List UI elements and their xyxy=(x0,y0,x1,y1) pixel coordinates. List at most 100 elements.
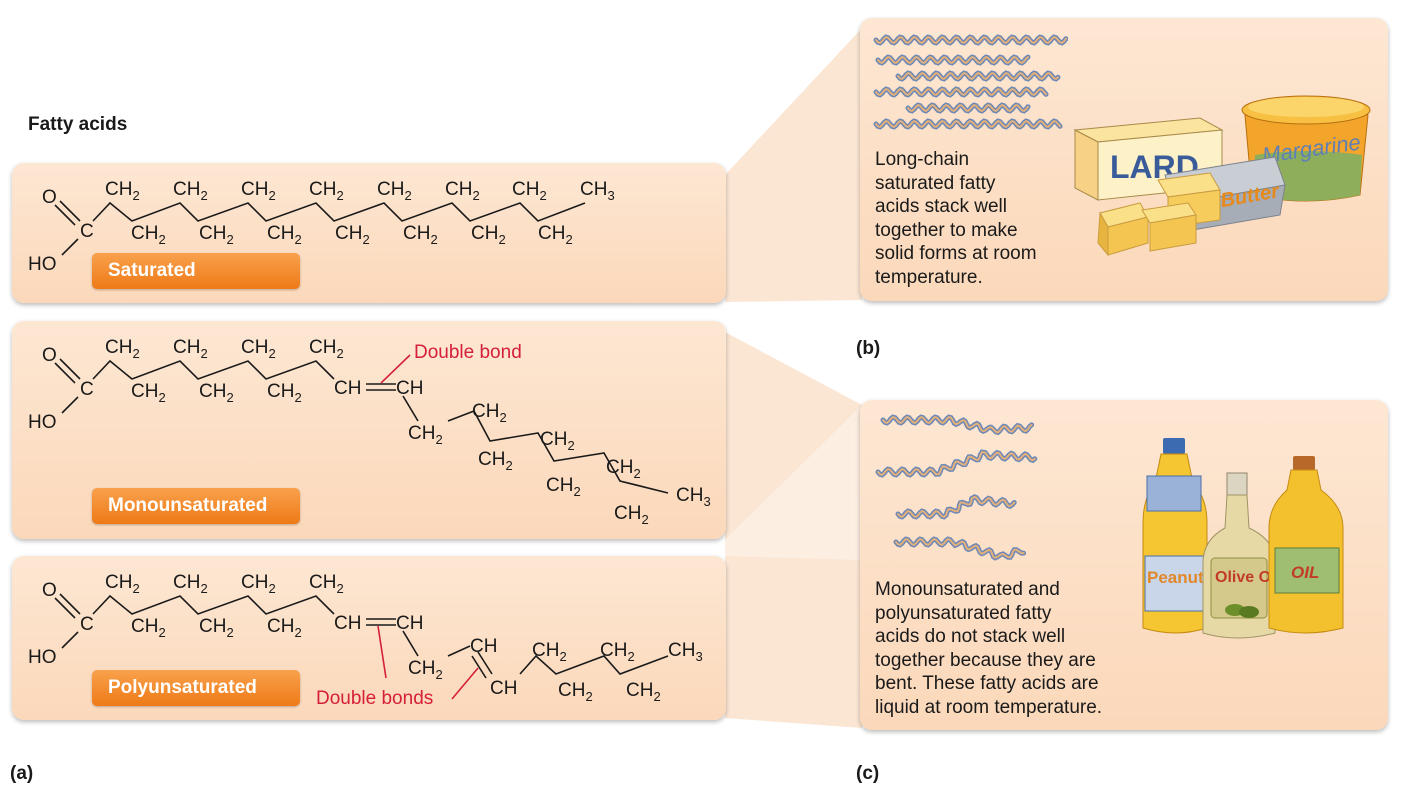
monounsaturated-label: Monounsaturated xyxy=(92,488,300,524)
hydroxyl: HO xyxy=(28,412,57,433)
solid-fats-illustration: Margarine LARD Butter xyxy=(1073,95,1371,257)
chem-group: CH2 xyxy=(199,381,234,405)
chem-group: CH2 xyxy=(173,572,208,596)
chem-group: CH2 xyxy=(173,179,208,203)
chem-group: CH2 xyxy=(105,337,140,361)
chem-group: CH2 xyxy=(614,503,649,527)
saturated-label: Saturated xyxy=(92,253,300,289)
unsaturated-bent-chains xyxy=(875,414,1038,561)
peanut-oil-bottle: Peanut Oil xyxy=(1142,438,1231,634)
chem-group: CH2 xyxy=(309,179,344,203)
chem-group: CH2 xyxy=(105,179,140,203)
chem-group: CH2 xyxy=(199,223,234,247)
saturated-stacked-chains xyxy=(873,34,1068,130)
chem-group: CH2 xyxy=(626,680,661,704)
panel-a-label: (a) xyxy=(10,763,34,784)
alkene-ch-right: CH xyxy=(396,613,423,634)
caption-line: saturated fatty xyxy=(875,172,996,194)
caption-line: acids stack well xyxy=(875,196,1007,217)
fatty-acid-chain xyxy=(895,494,1017,520)
chem-group: CH2 xyxy=(532,640,567,664)
chem-group: CH2 xyxy=(472,401,507,425)
fatty-acid-chain xyxy=(882,415,1033,434)
carbonyl-o: O xyxy=(42,580,57,601)
chem-group: CH xyxy=(490,678,517,699)
chem-group: CH2 xyxy=(131,223,166,247)
carbon-atom: C xyxy=(80,614,94,635)
fatty-acid-chain xyxy=(897,71,1059,81)
olive-oil-label: Olive Oil xyxy=(1215,569,1280,586)
chem-group: CH2 xyxy=(478,449,513,473)
chem-group: CH2 xyxy=(445,179,480,203)
butter-pats xyxy=(1097,202,1197,257)
chem-group: CH2 xyxy=(241,572,276,596)
wedge-gap xyxy=(725,405,862,560)
panel-c-caption: Monounsaturated and polyunsaturated fatt… xyxy=(875,578,1145,719)
chem-group: CH2 xyxy=(267,223,302,247)
fatty-acid-chain xyxy=(877,55,1029,65)
caption-line: together to make xyxy=(875,219,1018,241)
figure-title: Fatty acids xyxy=(28,114,128,135)
oils-illustration: Peanut Oil Olive Oil OIL xyxy=(1142,438,1344,639)
caption-line: bent. These fatty acids are xyxy=(875,673,1099,694)
caption-line: solid forms at room xyxy=(875,243,1037,264)
caption-line: Long-chain xyxy=(875,149,970,170)
fatty-acid-chain xyxy=(875,449,1038,478)
alkene-ch-left: CH xyxy=(334,378,361,399)
chem-group: CH2 xyxy=(606,457,641,481)
chem-group: CH2 xyxy=(105,572,140,596)
chem-group: CH2 xyxy=(538,223,573,247)
fatty-acid-chain xyxy=(897,495,1016,519)
chem-group: CH2 xyxy=(546,475,581,499)
chem-group: CH2 xyxy=(309,572,344,596)
double-bond-annotation: Double bond xyxy=(414,342,522,363)
chem-group: CH2 xyxy=(512,179,547,203)
panel-b-label: (b) xyxy=(856,338,881,359)
chem-group: CH2 xyxy=(267,381,302,405)
caption-line: polyunsaturated fatty xyxy=(875,602,1052,624)
caption-line: acids do not stack well xyxy=(875,626,1066,647)
chem-group: CH2 xyxy=(241,179,276,203)
chem-group: CH2 xyxy=(131,381,166,405)
chem-group: CH2 xyxy=(267,616,302,640)
vegetable-oil-bottle: OIL xyxy=(1268,456,1344,634)
chem-group: CH2 xyxy=(558,680,593,704)
fatty-acid-chain xyxy=(895,537,1025,559)
fatty-acid-chain xyxy=(875,119,1061,129)
carbonyl-o: O xyxy=(42,345,57,366)
fatty-acid-chain xyxy=(875,87,1047,97)
chem-group: CH2 xyxy=(600,640,635,664)
chem-group: CH2 xyxy=(173,337,208,361)
chem-group: CH2 xyxy=(199,616,234,640)
chem-group: CH xyxy=(470,636,497,657)
panel-b-caption: Long-chain saturated fatty acids stack w… xyxy=(875,148,1075,289)
oil-label: OIL xyxy=(1291,563,1319,582)
caption-line: liquid at room temperature. xyxy=(875,696,1103,718)
double-bond-pointer xyxy=(380,354,411,384)
caption-line: together because they are xyxy=(875,649,1096,671)
polyunsaturated-label: Polyunsaturated xyxy=(92,670,300,706)
caption-line: temperature. xyxy=(875,266,983,288)
carbon-atom: C xyxy=(80,221,94,242)
olive-oil-bottle: Olive Oil xyxy=(1202,472,1280,639)
butter-stick: Butter xyxy=(1157,156,1286,234)
alkene-ch-right: CH xyxy=(396,378,423,399)
chem-group: CH3 xyxy=(668,640,703,664)
chem-group: CH2 xyxy=(403,223,438,247)
chem-group: CH2 xyxy=(131,616,166,640)
chem-group: CH2 xyxy=(408,423,443,447)
alkene-ch-left: CH xyxy=(334,613,361,634)
chem-group: CH3 xyxy=(676,485,711,509)
chem-group: CH2 xyxy=(241,337,276,361)
fatty-acid-chain xyxy=(907,103,1029,113)
chem-group: CH2 xyxy=(540,429,575,453)
hydroxyl: HO xyxy=(28,647,57,668)
chem-group: CH2 xyxy=(471,223,506,247)
chem-group: CH2 xyxy=(309,337,344,361)
panel-c-label: (c) xyxy=(856,763,880,784)
chem-group: CH2 xyxy=(377,179,412,203)
chem-group: CH2 xyxy=(408,658,443,682)
